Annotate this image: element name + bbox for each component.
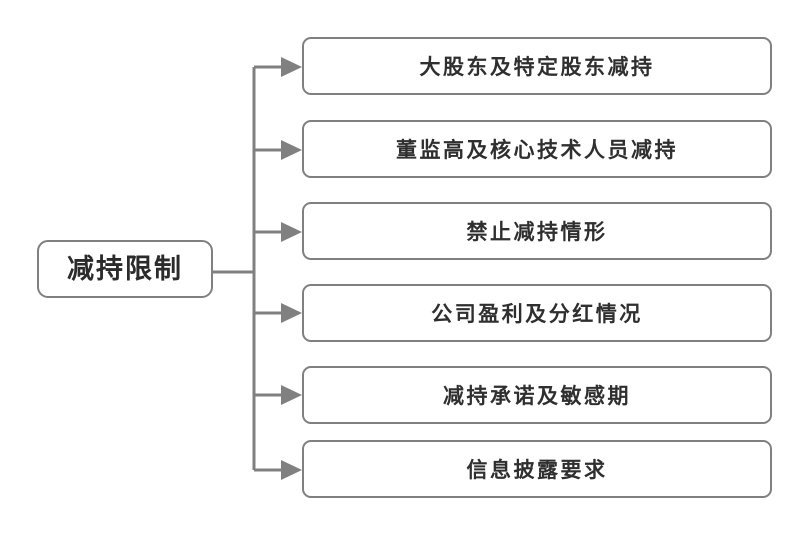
branch-node-label: 信息披露要求 [466, 456, 608, 482]
branch-node-label: 大股东及特定股东减持 [419, 53, 655, 79]
branch-node-executive-reduction[interactable]: 董监高及核心技术人员减持 [302, 120, 772, 178]
branch-node-prohibited-cases[interactable]: 禁止减持情形 [302, 202, 772, 260]
arrowhead-1 [281, 140, 302, 160]
arrowhead-0 [281, 57, 302, 77]
branch-node-shareholder-reduction[interactable]: 大股东及特定股东减持 [302, 37, 772, 95]
branch-node-commitment-sensitive-period[interactable]: 减持承诺及敏感期 [302, 366, 772, 424]
branch-node-disclosure-requirements[interactable]: 信息披露要求 [302, 440, 772, 498]
root-node[interactable]: 减持限制 [37, 240, 213, 298]
arrowhead-4 [281, 385, 302, 405]
arrowhead-2 [281, 222, 302, 242]
arrowhead-5 [281, 460, 302, 480]
arrowhead-3 [281, 303, 302, 323]
branch-node-label: 减持承诺及敏感期 [443, 382, 631, 408]
branch-node-profit-dividend[interactable]: 公司盈利及分红情况 [302, 284, 772, 342]
branch-node-label: 禁止减持情形 [466, 218, 608, 244]
branch-node-label: 董监高及核心技术人员减持 [396, 136, 678, 162]
root-node-label: 减持限制 [67, 253, 183, 285]
branch-node-label: 公司盈利及分红情况 [431, 300, 643, 326]
